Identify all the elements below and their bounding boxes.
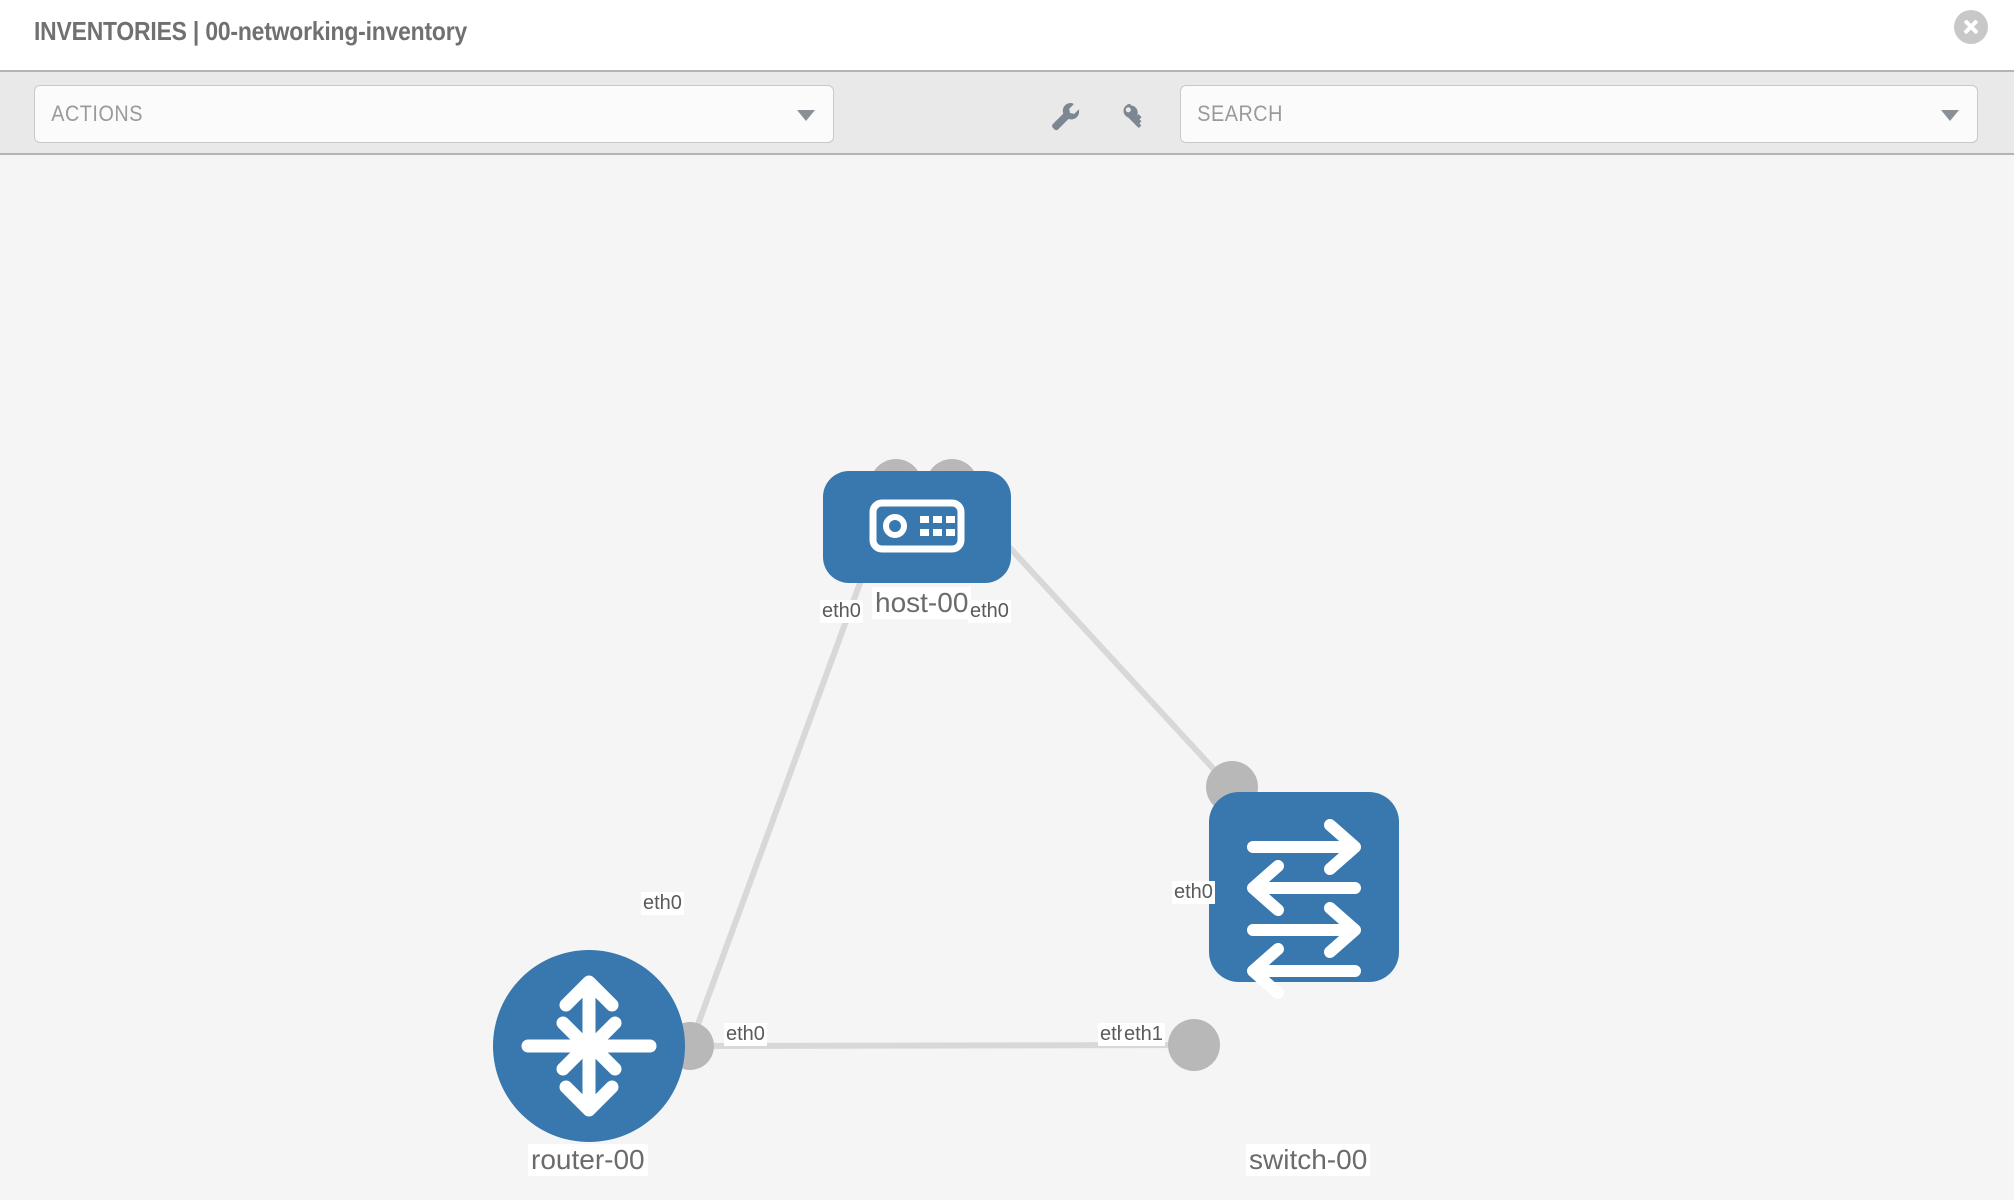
iface-label-host00-eth0-right: eth0 bbox=[968, 600, 1011, 623]
iface-label-host00-eth0-left: eth0 bbox=[820, 600, 863, 623]
key-icon[interactable] bbox=[1118, 100, 1152, 134]
iface-label-router00-eth0: eth0 bbox=[724, 1023, 767, 1046]
topology-graph bbox=[493, 459, 1399, 1142]
node-label-switch-00: switch-00 bbox=[1246, 1144, 1371, 1177]
iface-label-router00-link-eth0: eth0 bbox=[641, 892, 684, 915]
search-dropdown[interactable]: SEARCH bbox=[1180, 85, 1978, 143]
node-router-00 bbox=[493, 950, 685, 1142]
close-icon[interactable] bbox=[1954, 10, 1988, 44]
topology-canvas[interactable]: host-00 router-00 switch-00 eth0 eth0 et… bbox=[0, 155, 2014, 1200]
page-title: INVENTORIES | 00-networking-inventory bbox=[34, 16, 468, 46]
iface-label-switch00-eth0: eth0 bbox=[1172, 881, 1215, 904]
iface-label-switch00-eth-overlap: eth bbox=[1098, 1023, 1130, 1046]
router-four-arrows-icon bbox=[521, 975, 657, 1117]
node-host00-body bbox=[823, 471, 1011, 583]
chevron-down-icon bbox=[1941, 110, 1959, 121]
actions-dropdown-label: ACTIONS bbox=[51, 101, 143, 126]
switch-four-arrows-icon bbox=[1247, 819, 1361, 999]
node-label-router-00: router-00 bbox=[528, 1144, 648, 1177]
port-switch00-eth1 bbox=[1168, 1019, 1220, 1071]
search-input-label: SEARCH bbox=[1197, 101, 1283, 126]
node-switch-00 bbox=[1209, 792, 1399, 999]
node-label-host-00: host-00 bbox=[872, 587, 972, 620]
actions-dropdown[interactable]: ACTIONS bbox=[34, 85, 834, 143]
chevron-down-icon bbox=[797, 110, 815, 121]
iface-label-switch00-eth1: eth1 bbox=[1122, 1023, 1165, 1046]
window-header: INVENTORIES | 00-networking-inventory bbox=[0, 0, 2014, 70]
wrench-icon[interactable] bbox=[1048, 100, 1082, 134]
node-host-00 bbox=[823, 471, 1011, 583]
server-device-icon bbox=[869, 499, 965, 553]
toolbar: ACTIONS SEARCH bbox=[0, 70, 2014, 155]
